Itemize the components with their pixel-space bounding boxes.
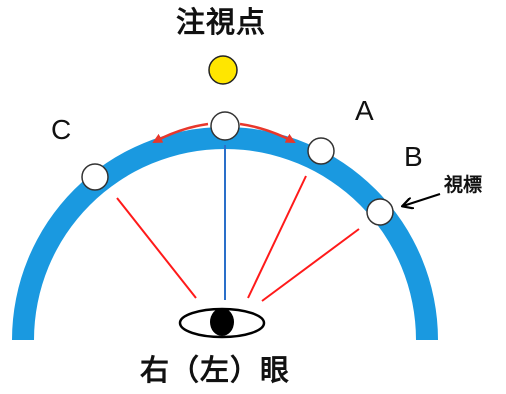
movement-arrow-right xyxy=(239,122,296,144)
sight-line-c xyxy=(116,197,197,299)
sight-line-b xyxy=(261,228,360,302)
point-c-label: C xyxy=(51,114,72,145)
perimeter-arc xyxy=(12,127,438,340)
point-a-label: A xyxy=(355,95,374,126)
target-c-icon xyxy=(81,163,109,191)
target-top-icon xyxy=(210,111,240,141)
point-b-label: B xyxy=(404,141,423,172)
movement-arrow-left xyxy=(152,122,209,144)
fixation-point-icon xyxy=(208,55,238,85)
eye-label: 右（左）眼 xyxy=(140,353,291,387)
target-b-icon xyxy=(366,198,394,226)
fixation-point-label: 注視点 xyxy=(176,5,267,39)
sight-line-a xyxy=(247,175,307,299)
target-a-icon xyxy=(307,137,335,165)
target-pointer-arrow xyxy=(403,192,441,206)
target-label: 視標 xyxy=(444,174,483,196)
eye-icon xyxy=(178,307,266,339)
